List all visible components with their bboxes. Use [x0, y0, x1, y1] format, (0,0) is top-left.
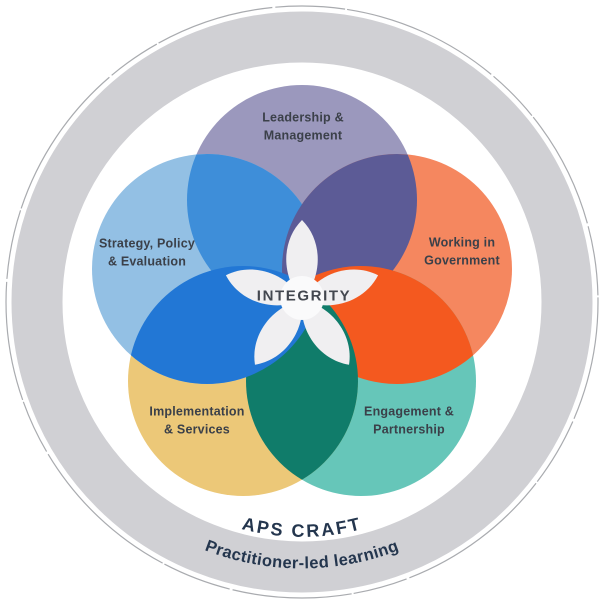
outer-sketch-outline — [5, 5, 599, 599]
label-working-in-government: Working in Government — [424, 235, 500, 268]
integrity-flower — [221, 220, 383, 374]
label-engagement-partnership: Engagement & Partnership — [364, 404, 454, 437]
label-leadership-management: Leadership & Management — [262, 110, 344, 143]
outer-ring — [11, 11, 593, 593]
label-implementation-services: Implementation & Services — [149, 404, 245, 437]
label-strategy-policy-evaluation: Strategy, Policy & Evaluation — [98, 236, 196, 269]
aps-craft-label: APS CRAFT — [240, 513, 363, 541]
flower-core — [280, 276, 324, 320]
integrity-label: INTEGRITY — [256, 287, 352, 305]
